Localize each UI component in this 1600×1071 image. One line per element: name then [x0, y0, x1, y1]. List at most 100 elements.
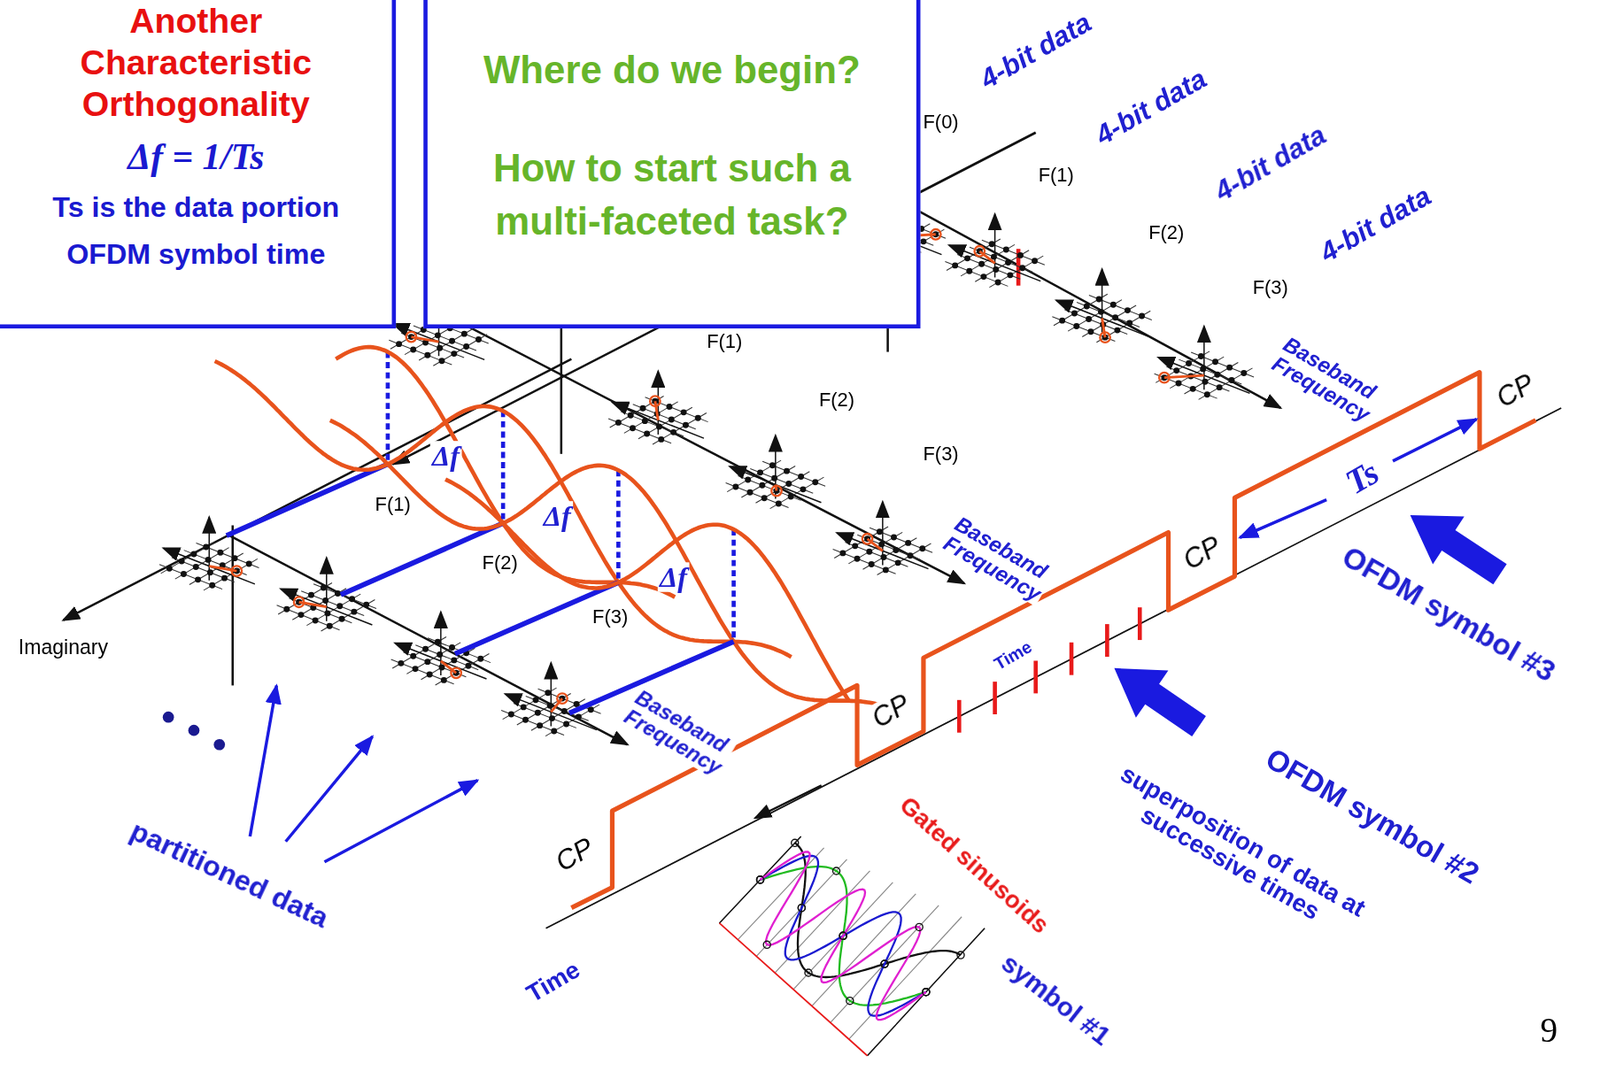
symbol-vector: [979, 251, 995, 264]
constellation-point: [980, 273, 987, 280]
constellation-point: [322, 597, 329, 604]
sample-point: [922, 989, 930, 997]
subcarrier-label: F(2): [817, 389, 858, 410]
constellation-point: [326, 623, 333, 630]
sample-point: [757, 876, 765, 884]
constellation-point: [312, 618, 319, 625]
selected-point: [1159, 372, 1170, 384]
constellation-point: [231, 555, 239, 562]
gate-axis: [718, 923, 867, 1057]
constellation-point: [629, 425, 636, 432]
peak-marker: [731, 529, 736, 642]
selected-point: [649, 395, 661, 407]
constellation-point: [1087, 328, 1094, 335]
subcarrier-label: F(3): [1250, 277, 1291, 298]
constellation-point: [448, 338, 456, 345]
qam16-constellation: [501, 663, 601, 737]
subcarrier-label: F(2): [1146, 222, 1187, 243]
constellation-point: [191, 551, 198, 558]
constellation-point: [868, 561, 875, 568]
constellation-point: [758, 482, 766, 489]
constellation-point: [761, 494, 768, 502]
data-label: 4-bit data: [1208, 119, 1333, 209]
constellation-point: [895, 559, 902, 566]
constellation-point: [298, 611, 305, 619]
box-heading: Another Characteristic Orthogonality: [80, 0, 312, 126]
constellation-point: [461, 331, 468, 338]
sample-point: [804, 969, 812, 977]
constellation-point: [785, 480, 792, 487]
page-number: 9: [1538, 1012, 1560, 1049]
constellation-point: [783, 468, 790, 475]
selected-point: [556, 693, 568, 704]
imaginary-axis: [62, 359, 572, 621]
constellation-point: [412, 665, 419, 673]
axis-label: Baseband Frequency: [937, 511, 1058, 608]
pointer-arrow: [324, 780, 478, 863]
constellation-point: [643, 431, 650, 438]
constellation-point: [450, 657, 457, 664]
sample-point: [881, 960, 889, 968]
constellation-point: [966, 268, 973, 275]
constellation-point: [465, 663, 472, 670]
sample-point: [957, 951, 965, 959]
frequency-link: [226, 463, 388, 536]
constellation-point: [1212, 358, 1219, 365]
subcarrier-label: F(1): [372, 494, 413, 516]
sinc-spectrum: [330, 420, 907, 717]
spacing-label: Δf: [657, 562, 690, 593]
constellation-point: [547, 703, 554, 710]
constellation-point: [1185, 360, 1192, 367]
constellation-point: [534, 710, 542, 717]
constellation-point: [246, 561, 253, 568]
constellation-point: [440, 677, 448, 684]
constellation-point: [990, 254, 998, 261]
constellation-point: [1138, 313, 1145, 320]
grid-line: [1178, 359, 1242, 385]
constellation-point: [854, 556, 861, 563]
constellation-point: [1096, 295, 1103, 302]
sample-tick: [957, 700, 962, 734]
symbol-label: symbol #1: [995, 947, 1118, 1052]
constellation-point: [666, 403, 673, 410]
sample-point: [846, 997, 854, 1005]
constellation-point: [989, 240, 996, 248]
constellation-point: [757, 469, 764, 476]
constellation-point: [732, 484, 739, 491]
subcarrier-label: F(3): [920, 443, 961, 464]
sinc-spectrum: [215, 361, 792, 658]
gated-sinusoid: [760, 852, 927, 1021]
constellation-point: [799, 486, 806, 493]
cp-label: CP: [1489, 367, 1541, 414]
constellation-point: [350, 609, 357, 616]
constellation-point: [205, 556, 212, 564]
constellation-point: [839, 549, 846, 557]
constellation-point: [348, 595, 356, 603]
constellation-point: [336, 602, 343, 610]
ellipsis-dot: [213, 739, 225, 751]
constellation-point: [1017, 252, 1024, 259]
grid-line: [288, 598, 352, 624]
constellation-point: [1226, 364, 1233, 372]
constellation-point: [363, 602, 370, 609]
sample-tick: [1105, 624, 1110, 658]
constellation-point: [892, 547, 899, 554]
constellation-point: [1112, 314, 1119, 321]
constellation-point: [1198, 353, 1205, 360]
constellation-point: [587, 706, 595, 713]
selected-point: [293, 596, 305, 608]
definition-box: Another Characteristic OrthogonalityΔf =…: [0, 0, 396, 329]
box-text: Ts is the data portion OFDM symbol time: [27, 185, 364, 279]
block-arrow: [1410, 515, 1508, 585]
peak-marker: [616, 470, 621, 583]
subcarrier-label: F(2): [479, 553, 520, 574]
constellation-point: [811, 479, 819, 486]
frequency-axis: [877, 188, 1281, 409]
constellation-point: [180, 571, 187, 578]
real-axis: [231, 525, 234, 686]
figure-label: Gated sinusoids: [893, 790, 1056, 941]
grid-line: [1064, 309, 1128, 335]
axis-label: Time: [989, 637, 1038, 676]
constellation-point: [1240, 370, 1247, 377]
constellation-point: [193, 564, 200, 571]
